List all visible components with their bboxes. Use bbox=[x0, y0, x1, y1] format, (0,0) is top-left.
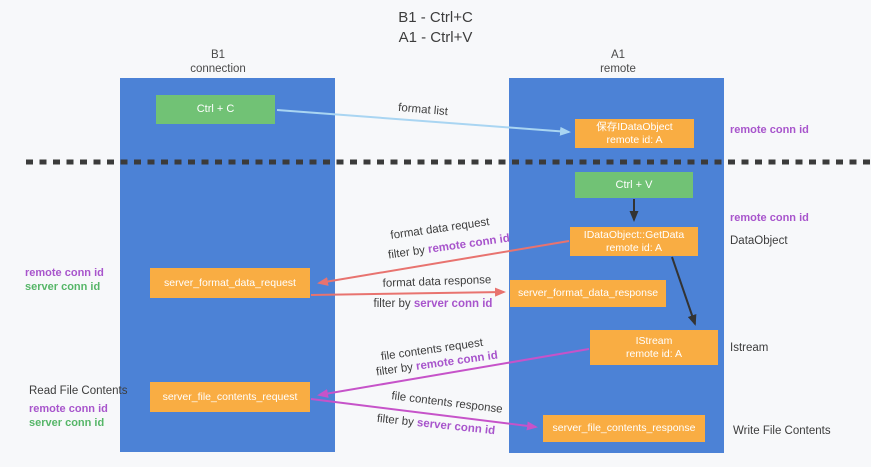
getdata-line2: remote id: A bbox=[605, 241, 663, 254]
remote-conn-id-text: remote conn id bbox=[427, 232, 511, 256]
diagram-title: B1 - Ctrl+C A1 - Ctrl+V bbox=[0, 8, 871, 48]
left-server-conn-id-annotation-1: server conn id bbox=[25, 281, 101, 293]
format-list-label: format list bbox=[397, 101, 449, 119]
save-dataobject-box: 保存IDataObject remote id: A bbox=[575, 119, 694, 148]
ctrl-c-label: Ctrl + C bbox=[196, 103, 235, 115]
left-remote-conn-id-annotation-1: remote conn id bbox=[25, 267, 104, 279]
getdata-line1: IDataObject::GetData bbox=[583, 228, 685, 241]
ctrl-v-box: Ctrl + V bbox=[575, 172, 693, 198]
title-line-2: A1 - Ctrl+V bbox=[398, 29, 473, 46]
filter-by-text: filter by bbox=[376, 412, 418, 429]
istream-line2: remote id: A bbox=[625, 347, 683, 360]
istream-line1: IStream bbox=[635, 334, 673, 347]
title-line-1: B1 - Ctrl+C bbox=[398, 9, 473, 26]
lane-a1-name: A1 bbox=[610, 49, 626, 61]
lane-b1-name: B1 bbox=[210, 49, 226, 61]
save-dataobject-line2: remote id: A bbox=[606, 133, 663, 146]
istream-box: IStream remote id: A bbox=[590, 330, 718, 365]
istream-annotation: Istream bbox=[730, 342, 769, 354]
format-data-response-arrow bbox=[310, 287, 506, 297]
lane-header-b1: B1 connection bbox=[168, 49, 268, 76]
server-file-contents-response-box: server_file_contents_response bbox=[543, 415, 705, 442]
file-contents-response-label: file contents response bbox=[390, 390, 504, 416]
file-contents-response-filter-label: filter by server conn id bbox=[376, 413, 495, 437]
lane-header-a1: A1 remote bbox=[568, 49, 668, 76]
server-format-data-response-box: server_format_data_response bbox=[510, 280, 666, 307]
server-file-contents-response-label: server_file_contents_response bbox=[552, 422, 696, 434]
server-conn-id-text: server conn id bbox=[413, 298, 493, 310]
dataobject-annotation: DataObject bbox=[730, 235, 788, 247]
lane-b1-subtitle: connection bbox=[190, 62, 246, 75]
server-format-data-response-label: server_format_data_response bbox=[517, 287, 659, 299]
filter-by-text: filter by bbox=[373, 298, 414, 310]
server-file-contents-request-box: server_file_contents_request bbox=[150, 382, 310, 412]
save-dataobject-line1: 保存IDataObject bbox=[596, 120, 673, 133]
left-remote-conn-id-annotation-2: remote conn id bbox=[29, 403, 108, 415]
ctrl-c-box: Ctrl + C bbox=[156, 95, 275, 124]
format-data-response-label: format data response bbox=[382, 274, 492, 290]
lane-a1-subtitle: remote bbox=[600, 62, 636, 75]
format-data-response-filter-label: filter by server conn id bbox=[374, 298, 493, 310]
server-file-contents-request-label: server_file_contents_request bbox=[162, 390, 298, 403]
left-server-conn-id-annotation-2: server conn id bbox=[29, 417, 105, 429]
remote-conn-id-annotation-mid: remote conn id bbox=[730, 212, 809, 224]
read-file-contents-annotation: Read File Contents bbox=[29, 385, 128, 397]
filter-by-text: filter by bbox=[375, 360, 417, 379]
server-format-data-request-box: server_format_data_request bbox=[150, 268, 310, 298]
idataobject-getdata-box: IDataObject::GetData remote id: A bbox=[570, 227, 698, 256]
server-conn-id-text: server conn id bbox=[416, 417, 496, 438]
server-format-data-request-label: server_format_data_request bbox=[164, 276, 296, 289]
remote-conn-id-annotation-top: remote conn id bbox=[730, 124, 809, 136]
filter-by-text: filter by bbox=[387, 243, 429, 262]
ctrl-v-label: Ctrl + V bbox=[615, 178, 653, 191]
write-file-contents-annotation: Write File Contents bbox=[733, 425, 831, 437]
